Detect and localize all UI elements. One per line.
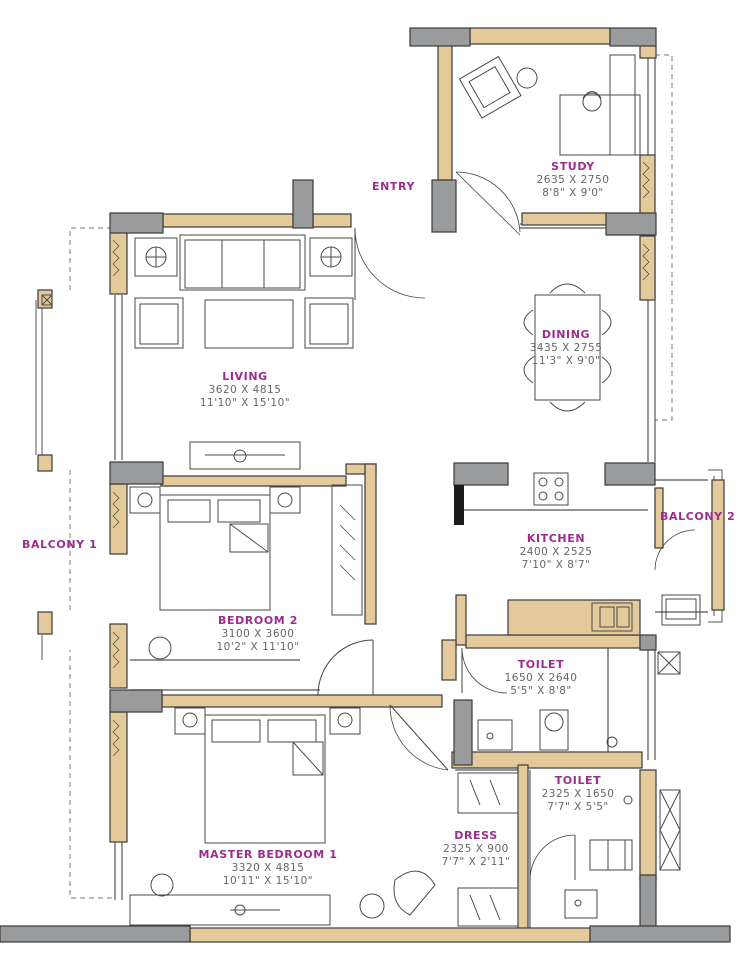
entry-label: ENTRY xyxy=(372,180,416,193)
walls-gray xyxy=(0,27,731,943)
room-label-study: STUDY 2635 X 2750 8'8" X 9'0" xyxy=(537,160,610,200)
room-metric: 3100 X 3600 xyxy=(221,628,295,640)
room-label-kitchen: KITCHEN 2400 X 2525 7'10" X 8'7" xyxy=(520,532,593,572)
kitchen-fixtures xyxy=(41,294,701,871)
room-imperial: 11'10" X 15'10" xyxy=(199,397,291,409)
balcony-2-label: BALCONY 2 xyxy=(660,510,736,523)
thin-walls xyxy=(114,40,708,940)
toilet-fixtures xyxy=(457,709,633,927)
room-metric: 3620 X 4815 xyxy=(208,384,282,396)
living-furniture xyxy=(134,234,354,470)
room-imperial: 11'3" X 9'0" xyxy=(531,355,601,367)
room-metric: 2325 X 1650 xyxy=(541,788,615,800)
room-metric: 2400 X 2525 xyxy=(519,546,593,558)
kitchen-black-wall xyxy=(454,485,464,525)
room-name: BEDROOM 2 xyxy=(217,614,299,627)
room-name: KITCHEN xyxy=(526,532,586,545)
balcony-pillars xyxy=(37,289,53,635)
window-markers xyxy=(112,161,650,757)
room-label-living: LIVING 3620 X 4815 11'10" X 15'10" xyxy=(200,370,290,410)
room-imperial: 7'7" X 2'11" xyxy=(441,856,511,868)
room-name: LIVING xyxy=(222,370,268,383)
room-imperial: 10'2" X 11'10" xyxy=(216,641,300,653)
room-metric: 2325 X 900 xyxy=(443,843,509,855)
study-furniture xyxy=(458,54,641,156)
room-imperial: 7'7" X 5'5" xyxy=(547,801,609,813)
room-imperial: 5'5" X 8'8" xyxy=(510,685,572,697)
room-label-bedroom-2: BEDROOM 2 3100 X 3600 10'2" X 11'10" xyxy=(216,614,299,654)
room-name: TOILET xyxy=(517,658,565,671)
bedroom2-furniture xyxy=(129,484,363,660)
room-name: DRESS xyxy=(454,829,498,842)
room-metric: 2635 X 2750 xyxy=(536,174,610,186)
walls-tan xyxy=(109,27,725,943)
balcony-outlines xyxy=(69,54,673,899)
room-label-dress: DRESS 2325 X 900 7'7" X 2'11" xyxy=(442,829,511,869)
room-label-toilet-1: TOILET 1650 X 2640 5'5" X 8'8" xyxy=(505,658,578,698)
room-name: MASTER BEDROOM 1 xyxy=(198,848,338,861)
room-name: STUDY xyxy=(551,160,595,173)
door-swings xyxy=(317,171,696,881)
dining-furniture xyxy=(523,283,612,412)
room-label-master-bedroom-1: MASTER BEDROOM 1 3320 X 4815 10'11" X 15… xyxy=(199,848,338,888)
room-metric: 3320 X 4815 xyxy=(231,862,305,874)
room-name: TOILET xyxy=(554,774,602,787)
balcony-1-label: BALCONY 1 xyxy=(22,538,98,551)
room-label-toilet-2: TOILET 2325 X 1650 7'7" X 5'5" xyxy=(542,774,615,814)
room-label-dining: DINING 3435 X 2755 11'3" X 9'0" xyxy=(530,328,603,368)
master-bedroom-furniture xyxy=(129,707,436,926)
room-imperial: 7'10" X 8'7" xyxy=(521,559,591,571)
room-imperial: 8'8" X 9'0" xyxy=(542,187,604,199)
room-imperial: 10'11" X 15'10" xyxy=(222,875,314,887)
room-name: DINING xyxy=(541,328,591,341)
room-metric: 1650 X 2640 xyxy=(504,672,578,684)
room-metric: 3435 X 2755 xyxy=(529,342,603,354)
